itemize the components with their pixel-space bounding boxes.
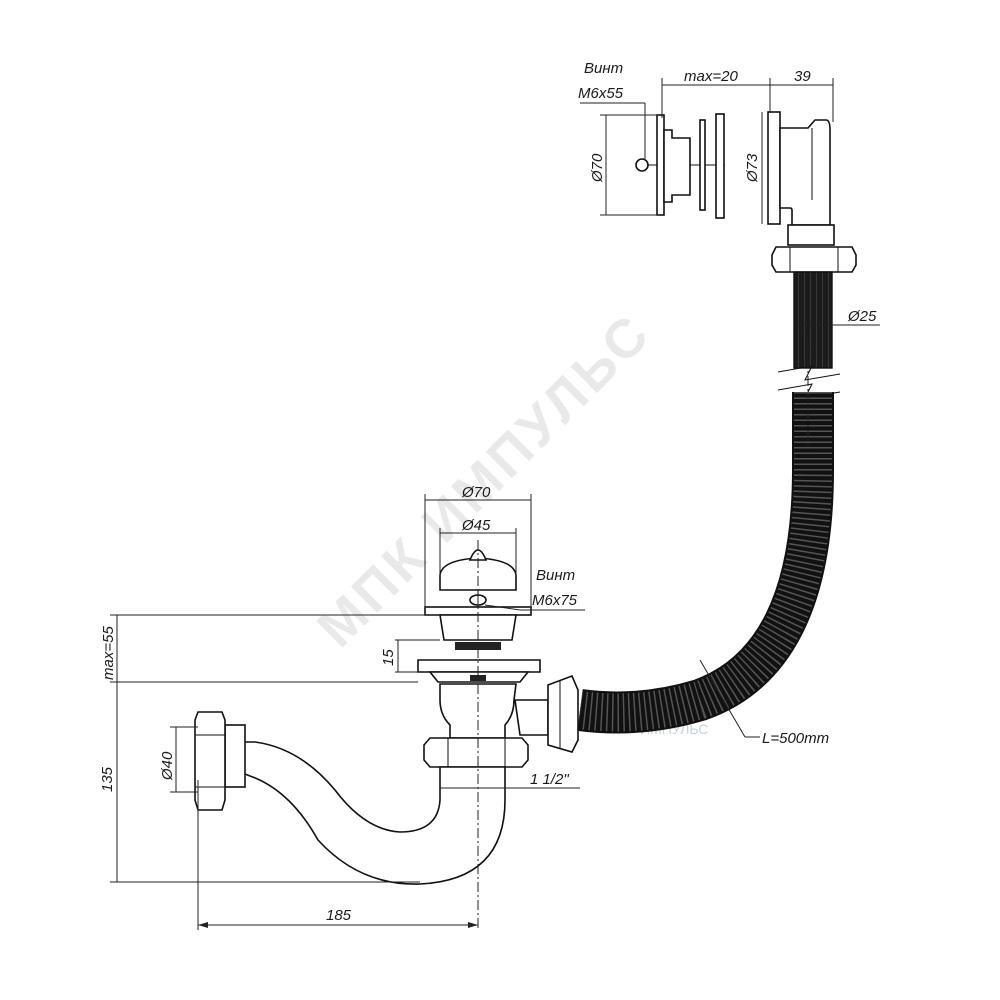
label-max-55: max=55: [100, 626, 117, 680]
watermark-main: МПК ИМПУЛЬС: [306, 302, 663, 659]
label-max-20: max=20: [684, 68, 738, 85]
label-screw-top-size: M6x55: [578, 85, 624, 102]
label-39: 39: [794, 68, 811, 85]
label-dia-70-drain: Ø70: [461, 484, 491, 501]
label-thread: 1 1/2": [530, 771, 569, 788]
label-screw-drain-size: M6x75: [532, 592, 578, 609]
label-screw-top-word: Винт: [584, 60, 623, 77]
label-screw-drain-word: Винт: [536, 567, 575, 584]
label-dia-40: Ø40: [159, 751, 176, 781]
dimension-lines: [110, 78, 880, 928]
label-dia-73: Ø73: [744, 153, 761, 183]
label-185: 185: [326, 907, 352, 924]
corrugated-hose: [577, 271, 841, 738]
center-lines: [197, 340, 809, 930]
label-length: L=500mm: [762, 730, 829, 747]
label-15: 15: [380, 649, 397, 666]
s-trap: [194, 711, 506, 885]
side-branch: [514, 674, 579, 753]
label-dia-25: Ø25: [847, 308, 877, 325]
label-dia-45: Ø45: [461, 517, 491, 534]
dimension-labels: Винт M6x55 max=20 39 Ø70 Ø73 Ø25 Ø70 Ø45…: [99, 60, 877, 924]
overflow-assembly: [635, 111, 857, 273]
label-dia-70-top: Ø70: [589, 153, 606, 183]
label-135: 135: [99, 766, 116, 792]
